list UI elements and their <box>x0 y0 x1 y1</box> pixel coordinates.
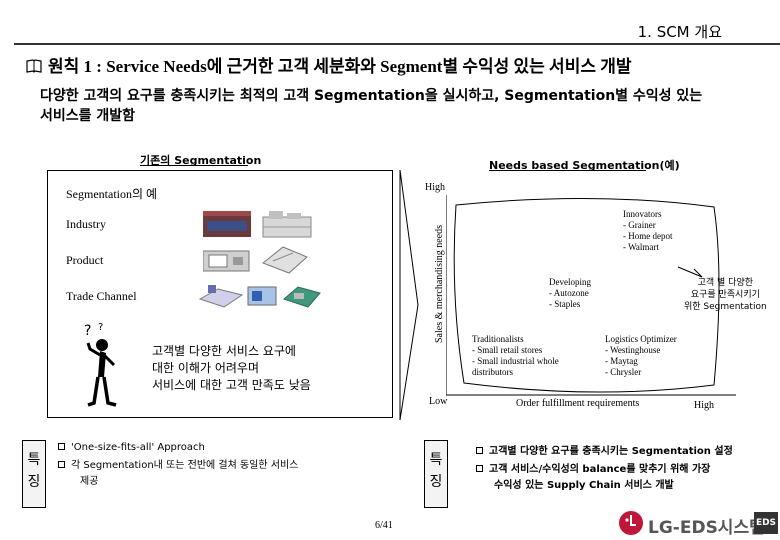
x-axis-label: Order fulfillment requirements <box>516 398 640 409</box>
callout-line-3: 위한 Segmentation <box>684 302 767 312</box>
right-feature-text-2: 고객 서비스/수익성의 balance를 맞추기 위해 가장 <box>489 464 711 475</box>
logo-badge: EDS <box>754 512 778 534</box>
intro-line-1: 다양한 고객의 요구를 충족시키는 최적의 고객 Segmentation을 실… <box>40 88 703 104</box>
right-feature-list: 고객별 다양한 요구를 충족시키는 Segmentation 설정 고객 서비스… <box>476 444 776 494</box>
right-feature-text-1: 고객별 다양한 요구를 충족시키는 Segmentation 설정 <box>489 446 733 457</box>
left-note-line-3: 서비스에 대한 고객 만족도 낮음 <box>152 378 311 392</box>
logistics-title: Logistics Optimizer <box>605 334 677 344</box>
y-axis-high: High <box>425 182 445 193</box>
main-title-text: 원칙 1 : Service Needs에 근거한 고객 세분화와 Segmen… <box>48 57 632 76</box>
left-section-title: 기존의 Segmentation <box>140 154 262 167</box>
checkbox-icon <box>476 465 483 472</box>
traditionalists-item-3: distributors <box>472 367 514 377</box>
right-section-title: Needs based Segmentation(예) <box>489 159 680 172</box>
logistics-item-1: - Westinghouse <box>605 345 661 355</box>
right-feature-item-2-cont: 수익성 있는 Supply Chain 서비스 개발 <box>494 480 674 491</box>
header-divider <box>14 43 780 45</box>
innovators-item-2: - Home depot <box>623 231 673 241</box>
right-feature-char-1: 특 <box>429 452 443 468</box>
segmentation-callout: 고객 별 다양한 요구를 만족시키기 위한 Segmentation <box>684 277 767 313</box>
callout-line-2: 요구를 만족시키기 <box>690 290 760 300</box>
left-feature-text-1: 'One-size-fits-all' Approach <box>71 442 205 453</box>
left-note-line-1: 고객별 다양한 서비스 요구에 <box>152 344 296 358</box>
y-axis-label: Sales & merchandising needs <box>434 224 445 343</box>
segmentation-example-label: Segmentation의 예 <box>66 187 158 201</box>
traditionalists-title: Traditionalists <box>472 334 524 344</box>
left-feature-item-2: 각 Segmentation내 또는 전반에 걸쳐 동일한 서비스 <box>58 458 388 474</box>
left-feature-text-2: 각 Segmentation내 또는 전반에 걸쳐 동일한 서비스 <box>71 460 299 471</box>
logo-text: LG-EDS시스템 <box>648 518 765 538</box>
company-logo: LG-EDS시스템 EDS <box>618 508 778 538</box>
checkbox-icon <box>58 443 65 450</box>
intro-line-2: 서비스를 개발함 <box>40 108 136 124</box>
left-feature-label: 특 징 <box>22 440 46 508</box>
innovators-item-1: - Grainer <box>623 220 656 230</box>
svg-text:?: ? <box>84 323 91 339</box>
left-feature-item-1: 'One-size-fits-all' Approach <box>58 440 388 456</box>
page-number: 6/41 <box>375 520 393 531</box>
left-feature-list: 'One-size-fits-all' Approach 각 Segmentat… <box>58 440 388 490</box>
left-note: 고객별 다양한 서비스 요구에 대한 이해가 어려우며 서비스에 대한 고객 만… <box>152 343 311 394</box>
left-feature-char-2: 징 <box>27 474 41 490</box>
traditionalists-item-1: - Small retail stores <box>472 345 543 355</box>
right-feature-item-1: 고객별 다양한 요구를 충족시키는 Segmentation 설정 <box>476 444 776 460</box>
logistics-optimizer-segment: Logistics Optimizer - Westinghouse - May… <box>605 334 677 378</box>
confused-person-icon: ? ? <box>84 322 117 407</box>
right-feature-item-2: 고객 서비스/수익성의 balance를 맞추기 위해 가장 <box>476 462 776 478</box>
y-axis-low: Low <box>429 396 448 407</box>
checkbox-icon <box>476 447 483 454</box>
book-icon <box>26 58 42 73</box>
header-title: 1. SCM 개요 <box>637 23 722 41</box>
innovators-segment: Innovators - Grainer - Home depot - Walm… <box>623 209 673 253</box>
trade-channel-images <box>198 285 321 308</box>
main-title: 원칙 1 : Service Needs에 근거한 고객 세분화와 Segmen… <box>26 52 632 77</box>
row-trade-channel: Trade Channel <box>66 289 137 303</box>
row-industry: Industry <box>66 217 106 231</box>
traditionalists-item-2: - Small industrial whole <box>472 356 559 366</box>
left-title-underline <box>140 165 248 166</box>
logistics-item-2: - Maytag <box>605 356 638 366</box>
transition-arrow-icon <box>399 170 419 420</box>
left-note-line-2: 대한 이해가 어려우며 <box>152 361 259 375</box>
right-feature-char-2: 징 <box>429 474 443 490</box>
logistics-item-3: - Chrysler <box>605 367 642 377</box>
x-axis-high: High <box>694 400 714 411</box>
developing-segment: Developing - Autozone - Staples <box>549 277 591 310</box>
callout-line-1: 고객 별 다양한 <box>697 278 754 288</box>
innovators-title: Innovators <box>623 209 662 219</box>
industry-images <box>203 211 312 238</box>
developing-item-1: - Autozone <box>549 288 589 298</box>
left-feature-char-1: 특 <box>27 452 41 468</box>
developing-item-2: - Staples <box>549 299 581 309</box>
needs-segmentation-grid <box>446 195 736 396</box>
checkbox-icon <box>58 461 65 468</box>
innovators-item-3: - Walmart <box>623 242 659 252</box>
intro-text: 다양한 고객의 요구를 충족시키는 최적의 고객 Segmentation을 실… <box>40 86 720 126</box>
right-feature-label: 특 징 <box>424 440 448 508</box>
right-title-underline <box>489 170 646 171</box>
traditionalists-segment: Traditionalists - Small retail stores - … <box>472 334 559 378</box>
left-feature-item-2-cont: 제공 <box>80 476 99 487</box>
svg-text:?: ? <box>98 322 103 333</box>
developing-title: Developing <box>549 277 591 287</box>
traditional-segmentation-panel: Segmentation의 예 Industry Product Trade C… <box>47 170 393 418</box>
lg-logo-icon <box>619 511 643 535</box>
product-images <box>203 246 308 274</box>
row-product: Product <box>66 253 104 267</box>
